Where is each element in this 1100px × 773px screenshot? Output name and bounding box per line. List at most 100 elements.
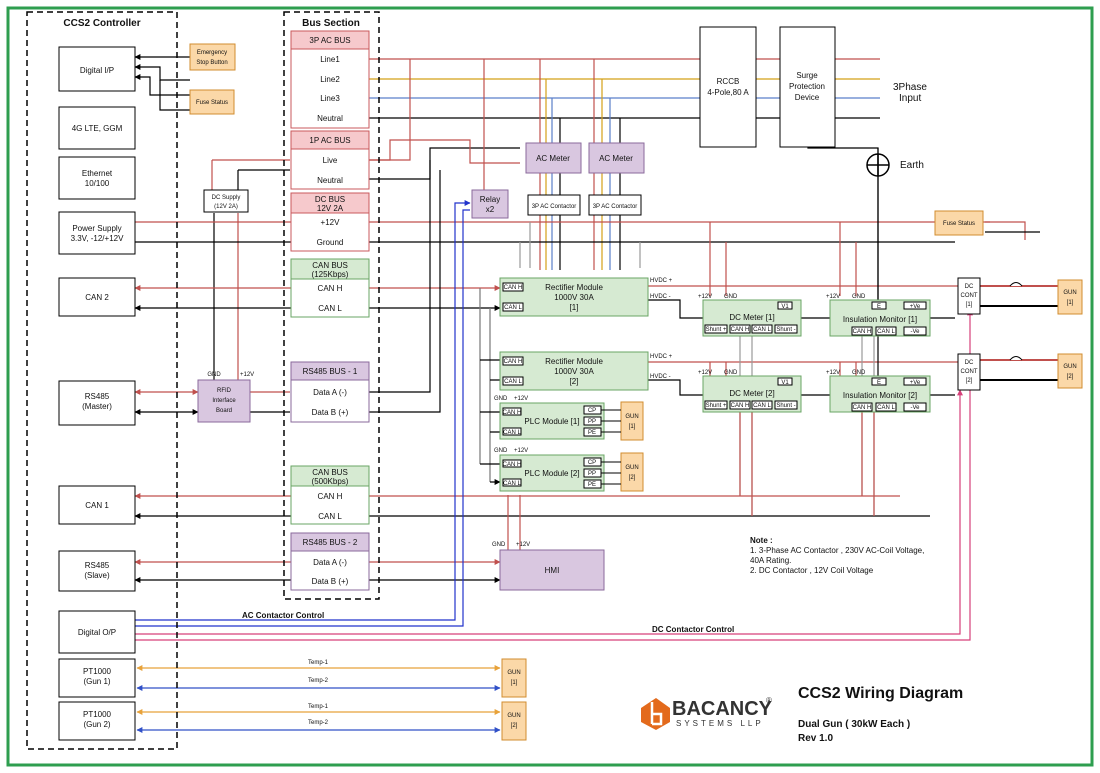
dc-supply-label-2: (12V 2A): [214, 204, 238, 210]
rect2-canl-text: CAN L: [504, 379, 522, 385]
ac-meter-2-label: AC Meter: [599, 154, 633, 163]
ins-mon-2-12v: +12V: [826, 370, 840, 376]
plc-1-canl-pin: [502, 427, 522, 436]
dc-meter-1-shunt-minus-pin: [774, 324, 798, 334]
plc-2-canl: CAN L: [503, 481, 521, 487]
plc-2-canh-pin: [502, 459, 522, 468]
dc-meter-2-v1-pin: [777, 377, 793, 386]
can125-canl: CAN L: [318, 304, 342, 313]
rs485-1-header: [290, 361, 370, 381]
surge-label-3: Device: [795, 93, 820, 102]
rfid-gnd-label: GND: [207, 372, 221, 378]
emergency-label-1: Emergency: [197, 50, 227, 56]
hvdc-plus-1: HVDC +: [650, 278, 673, 284]
rect1-canh-text: CAN H: [504, 285, 523, 291]
dc-meter-2-shunt-minus-pin: [774, 400, 798, 410]
rccb-box: [699, 26, 757, 148]
ins-mon-1-pve-pin: [903, 301, 927, 310]
diagram-title: CCS2 Wiring Diagram: [798, 685, 963, 702]
logo-reg: ®: [766, 696, 772, 705]
can500-bus-header: [290, 465, 370, 487]
page-border: [6, 6, 1094, 767]
rs485-master-label-2: (Master): [82, 402, 112, 411]
temp2-label-gun2: Temp-2: [308, 720, 329, 726]
ins-mon-2-nve-pin: [903, 402, 927, 412]
power-supply-label-2: 3.3V, -12/+12V: [71, 234, 125, 243]
rectifier-2-box: [499, 351, 649, 391]
can500-title-1: CAN BUS: [312, 468, 348, 477]
dc-bus-title-1: DC BUS: [315, 195, 345, 204]
temp-gun-1-box: [501, 658, 527, 698]
dc-meter-2-canl: CAN L: [753, 403, 771, 409]
ins-mon-1-gnd: GND: [852, 294, 866, 300]
rs485-2-data-b: Data B (+): [312, 577, 349, 586]
can125-title-2: (125Kbps): [312, 270, 349, 279]
note-line-1: 1. 3-Phase AC Contactor , 230V AC-Coil V…: [750, 546, 924, 555]
ins-mon-2-canh-pin: [851, 402, 873, 412]
gun-2-right-label-2: [2]: [1067, 374, 1074, 380]
dc-meter-1-shunt-plus: Shunt +: [706, 327, 727, 333]
ins-mon-1-canh-pin: [851, 326, 873, 336]
gun-1-right-box: [1057, 279, 1083, 315]
ac1p-bus-title: 1P AC BUS: [309, 136, 350, 145]
gun-2-right-label-1: GUN: [1063, 364, 1076, 370]
hmi-box: [499, 549, 605, 591]
fuse-status-label-right: Fuse Status: [943, 221, 975, 227]
rectifier-2-label-2: 1000V 30A: [554, 367, 594, 376]
digital-op-label: Digital O/P: [78, 628, 116, 637]
gun-2-right-box: [1057, 353, 1083, 389]
rfid-label-3: Board: [216, 408, 232, 414]
contactor-1-label: 3P AC Contactor: [532, 204, 577, 210]
rs485-slave-label-1: RS485: [85, 561, 110, 570]
ins-mon-1-pve: +Ve: [910, 304, 921, 310]
plc-gun-1-label-1: GUN: [625, 414, 638, 420]
ins-mon-1-e: E: [877, 304, 881, 310]
ac-meter-1-label: AC Meter: [536, 154, 570, 163]
lte-label: 4G LTE, GGM: [72, 124, 123, 133]
contactor-2-label: 3P AC Contactor: [593, 204, 638, 210]
ins-mon-2-e: E: [877, 380, 881, 386]
ac3p-line1: Line1: [320, 55, 340, 64]
bacancy-logo-icon: [641, 698, 670, 730]
dc-meter-1-shunt-plus-pin: [704, 324, 728, 334]
can1-label: CAN 1: [85, 501, 109, 510]
plc-2-canl-pin: [502, 478, 522, 487]
hvdc-plus-2: HVDC +: [650, 354, 673, 360]
logo-sub: SYSTEMS LLP: [676, 719, 764, 728]
dc-supply-box: [203, 189, 249, 213]
diagram-subtitle: Dual Gun ( 30kW Each ): [798, 719, 910, 730]
ac1p-live: Live: [323, 156, 338, 165]
rectifier-2-label-3: [2]: [570, 377, 579, 386]
rectifier-1-label-3: [1]: [570, 303, 579, 312]
plc-1-gnd: GND: [494, 396, 508, 402]
ethernet-label-1: Ethernet: [82, 169, 113, 178]
dc-meter-1-canh: CAN H: [731, 327, 750, 333]
temp-gun-2-label-1: GUN: [507, 713, 520, 719]
can125-canh: CAN H: [318, 284, 343, 293]
can125-title-1: CAN BUS: [312, 261, 348, 270]
note-line-2: 40A Rating.: [750, 556, 791, 565]
rect2-canh-text: CAN H: [504, 359, 523, 365]
note-line-3: 2. DC Contactor , 12V Coil Voltage: [750, 566, 874, 575]
dc-meter-2-canh: CAN H: [731, 403, 750, 409]
rect1-canl-pin: [502, 302, 524, 312]
rect2-canh-pin: [502, 356, 524, 366]
ins-mon-2-canl: CAN L: [877, 405, 895, 411]
dc-cont-1-box: [957, 277, 981, 315]
ins-mon-2-canl-pin: [875, 402, 897, 412]
dc-meter-1-canl: CAN L: [753, 327, 771, 333]
plc-gun-1-label-2: [1]: [629, 424, 636, 430]
fuse-status-label-left: Fuse Status: [196, 100, 228, 106]
rs485-slave-label-2: (Slave): [84, 571, 110, 580]
plc-2-gnd: GND: [494, 448, 508, 454]
dc-meter-1-v1-pin: [777, 301, 793, 310]
plc-gun-1-box: [620, 401, 644, 441]
controller-frame: [26, 11, 178, 750]
dc-meter-1-canl-pin: [751, 324, 773, 334]
ins-mon-1-nve-pin: [903, 326, 927, 336]
fuse-status-box-left: [189, 89, 235, 115]
ins-mon-1-nve: -Ve: [910, 329, 920, 335]
bus-frame: [283, 11, 380, 600]
dc-meter-2-gnd: GND: [724, 370, 738, 376]
ac1p-bus-header: [290, 130, 370, 150]
